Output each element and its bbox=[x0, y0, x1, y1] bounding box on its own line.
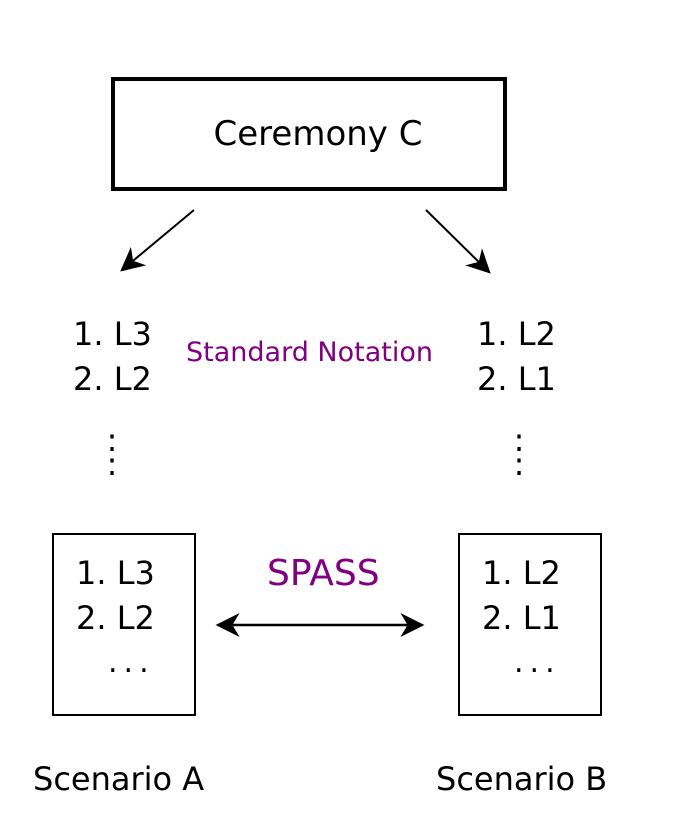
standard-notation-label: Standard Notation bbox=[186, 337, 433, 368]
scenario-a-ellipsis: ... bbox=[108, 645, 155, 680]
left-list: 1. L3 2. L2 bbox=[73, 312, 152, 402]
scenario-b-label: Scenario B bbox=[436, 760, 608, 798]
arrow-to-right-list bbox=[425, 209, 491, 274]
scenario-b-list: 1. L2 2. L1 bbox=[482, 551, 561, 641]
scenario-a-box bbox=[52, 533, 196, 716]
scenario-a-list: 1. L3 2. L2 bbox=[76, 551, 155, 641]
left-list-item-1: 1. L3 bbox=[73, 315, 152, 353]
scenario-a-item-1: 1. L3 bbox=[76, 554, 155, 592]
scenario-a-label: Scenario A bbox=[33, 760, 205, 798]
spass-label: SPASS bbox=[267, 553, 380, 594]
ceremony-label: Ceremony C bbox=[213, 114, 423, 154]
left-list-vertical-dots: : : bbox=[106, 421, 118, 483]
right-list: 1. L2 2. L1 bbox=[477, 312, 556, 402]
arrow-to-left-list bbox=[120, 209, 195, 272]
scenario-b-box bbox=[458, 533, 602, 716]
scenario-b-ellipsis: ... bbox=[514, 645, 561, 680]
scenario-b-item-1: 1. L2 bbox=[482, 554, 561, 592]
right-list-vertical-dots: : : bbox=[513, 421, 525, 483]
ceremony-box bbox=[111, 77, 507, 191]
scenario-a-item-2: 2. L2 bbox=[76, 599, 155, 637]
right-list-item-2: 2. L1 bbox=[477, 360, 556, 398]
scenario-b-item-2: 2. L1 bbox=[482, 599, 561, 637]
right-list-item-1: 1. L2 bbox=[477, 315, 556, 353]
left-list-item-2: 2. L2 bbox=[73, 360, 152, 398]
